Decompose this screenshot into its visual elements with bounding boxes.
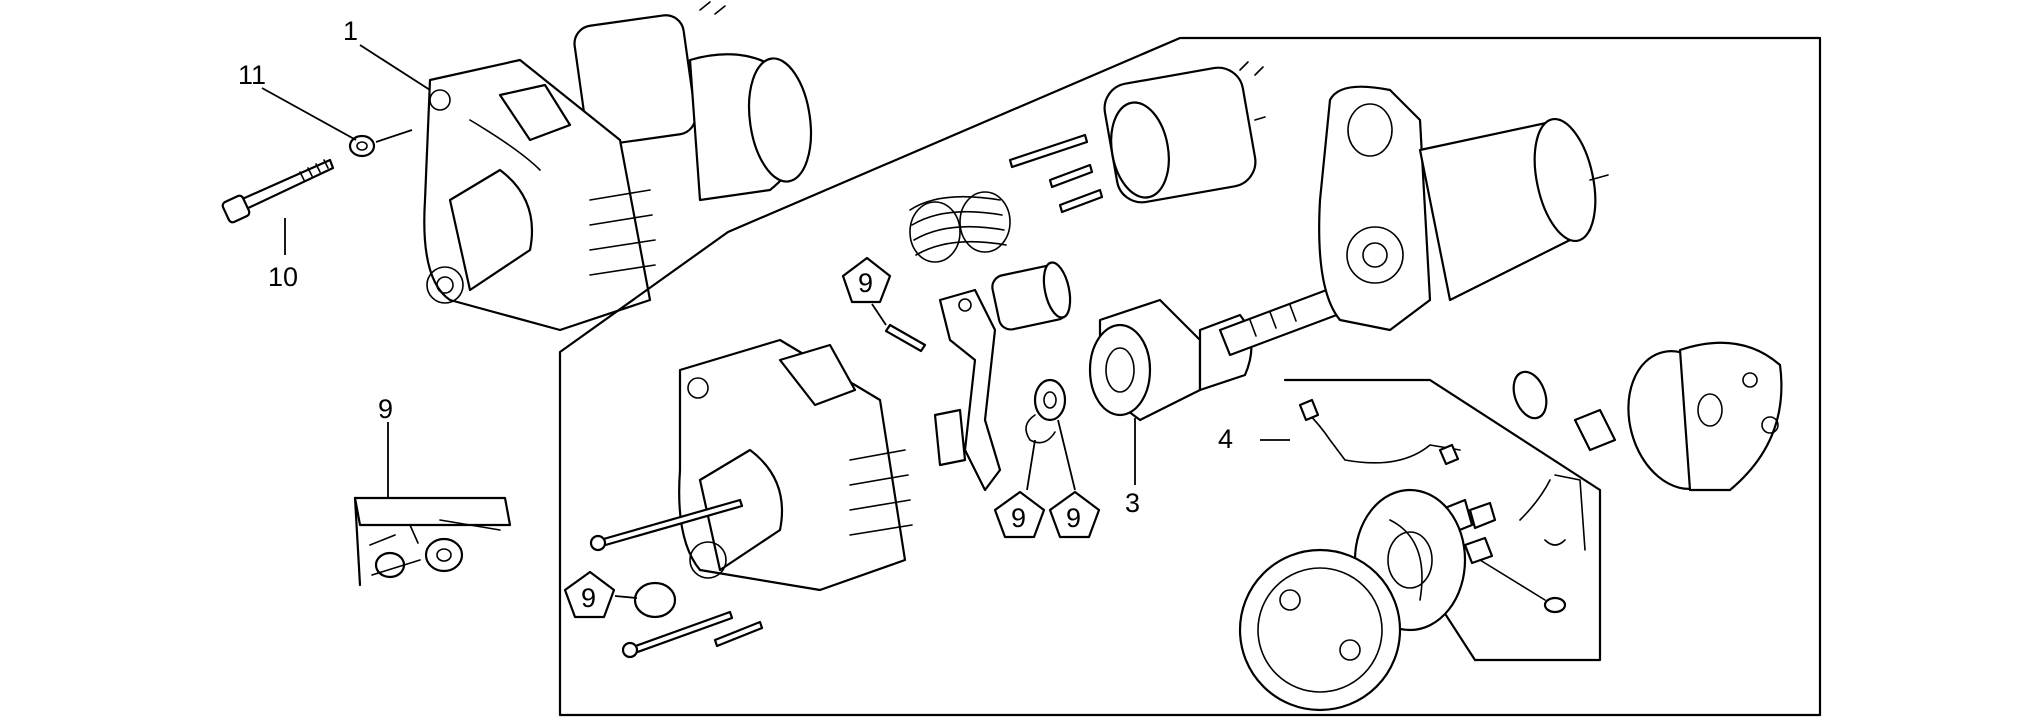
solenoid-plunger [991, 261, 1072, 331]
mounting-bolt [221, 158, 335, 224]
drive-pinion [1088, 298, 1253, 422]
return-spring [909, 191, 1011, 263]
callout-9-pin: 9 [841, 256, 892, 326]
motor-housing [1318, 85, 1609, 332]
end-cap [1627, 341, 1783, 492]
callout-9-washer: 9 [1048, 419, 1101, 539]
callout-4: 4 [1218, 424, 1233, 454]
repair-kit-box [353, 422, 512, 587]
drive-end-housing [678, 338, 913, 592]
brush-holder-assembly [1260, 378, 1602, 662]
exploded-view-frame [558, 36, 1822, 717]
washer [348, 134, 376, 158]
svg-text:9: 9 [858, 268, 873, 298]
bushing [633, 581, 677, 619]
solenoid-switch [1008, 61, 1266, 214]
callout-3: 3 [1125, 488, 1140, 518]
callout-10: 10 [268, 262, 298, 292]
svg-text:9: 9 [1011, 503, 1026, 533]
callout-9-circlip: 9 [993, 439, 1046, 539]
svg-text:9: 9 [581, 583, 596, 613]
svg-text:9: 9 [1066, 503, 1081, 533]
through-bolts [589, 498, 764, 659]
callout-1: 1 [343, 16, 358, 46]
commutator-end-cover [1238, 548, 1402, 712]
thrust-washer [1033, 378, 1067, 422]
pivot-pin [884, 323, 927, 353]
shift-fork-lever [933, 288, 1002, 492]
callout-9-kit: 9 [378, 394, 393, 424]
callout-9-bushing: 9 [563, 570, 638, 619]
brush-bushings [1512, 370, 1617, 452]
starter-motor-assembly [423, 1, 813, 332]
callout-11: 11 [238, 60, 266, 90]
circlip [1025, 414, 1056, 444]
